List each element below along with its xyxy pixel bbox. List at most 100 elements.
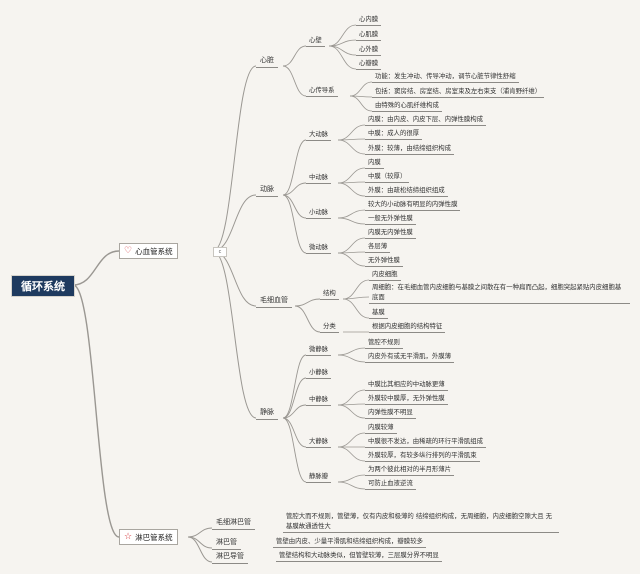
connector-line: [72, 250, 120, 286]
venule-node[interactable]: 微静脉: [306, 343, 332, 356]
capillary-structure-node[interactable]: 结构: [320, 287, 339, 300]
capillary-node[interactable]: 毛细血管: [256, 293, 292, 308]
vein-item: 外膜较厚，有较多纵行排列的平滑肌束: [365, 449, 480, 462]
connector-line: [337, 237, 366, 254]
connector-line: [337, 252, 366, 267]
connector-line: [337, 139, 366, 155]
connector-line: [187, 536, 213, 563]
conduction-item: 功能：发生冲动、传导冲动，调节心脏节律性舒缩: [372, 70, 519, 83]
star-icon: ☆: [124, 532, 133, 542]
artery-item: 内膜：由内皮、内皮下层、内弹性膜构成: [365, 113, 487, 126]
connector-line: [282, 354, 307, 419]
conduction-system-node[interactable]: 心传导系: [306, 84, 338, 97]
small-vein-node[interactable]: 小静脉: [306, 366, 332, 379]
connector-line: [337, 432, 366, 448]
connector-line: [282, 417, 307, 448]
vein-item: 为两个彼此相对的半月形薄片: [365, 463, 455, 476]
heart-wall-item: 心内膜: [356, 13, 382, 26]
connector-line: [337, 209, 366, 219]
lymphatic-label: 淋巴管系统: [135, 532, 173, 542]
connector-line: [337, 474, 366, 483]
artery-node[interactable]: 动脉: [256, 182, 278, 197]
connector-line: [187, 536, 213, 549]
artery-item: 较大的小动脉有明显的内弹性膜: [365, 198, 461, 211]
artery-item: 中膜（较厚）: [365, 170, 410, 183]
connector-line: [337, 446, 366, 462]
artery-item: 中膜：成人的很厚: [365, 127, 423, 140]
arteriole-node[interactable]: 微动脉: [306, 241, 332, 254]
root-node[interactable]: 循环系统: [11, 275, 75, 297]
artery-item: 内膜无内弹性膜: [365, 226, 416, 239]
connector-line: [337, 347, 366, 356]
connector-line: [282, 377, 307, 419]
connector-line: [187, 527, 213, 538]
vein-item: 外膜较中膜厚，无外弹性膜: [365, 392, 448, 405]
lymph-capillary-node[interactable]: 毛细淋巴管: [212, 515, 255, 530]
connector-line: [337, 481, 366, 490]
connector-line: [294, 305, 321, 333]
heart-wall-node[interactable]: 心壁: [306, 34, 325, 47]
connector-line: [282, 404, 307, 419]
lymph-duct-node[interactable]: 淋巴导管: [212, 549, 248, 564]
capillary-item: 根据内皮细胞的结构特征: [369, 320, 446, 333]
capillary-item: 周细胞：在毛细血管内皮细胞与基膜之间散在有一种扁而凸起，细胞突起紧贴内皮细胞基底…: [369, 281, 630, 304]
vein-node[interactable]: 静脉: [256, 405, 278, 420]
connector-line: [337, 124, 366, 141]
vein-item: 内弹性膜不明显: [365, 406, 416, 419]
lymph-duct-text: 管壁结构和大动脉类似，但管壁较薄，三层膜分界不明显: [276, 549, 442, 562]
connector-line: [337, 404, 366, 419]
collapse-stub[interactable]: c: [213, 247, 227, 257]
heart-wall-item: 心瓣膜: [356, 57, 382, 70]
connector-line: [328, 24, 357, 47]
connector-line: [337, 354, 366, 363]
capillary-class-node[interactable]: 分类: [320, 320, 339, 333]
medium-vein-node[interactable]: 中静脉: [306, 393, 332, 406]
connector-line: [337, 217, 366, 225]
heart-node[interactable]: 心脏: [256, 53, 278, 68]
connector-line: [282, 417, 307, 483]
connector-line: [282, 194, 307, 254]
cardiovascular-node[interactable]: ♡ 心血管系统: [119, 243, 178, 259]
connector-line: [282, 139, 307, 196]
lymph-vessel-node[interactable]: 淋巴管: [212, 535, 241, 550]
artery-item: 一般无外弹性膜: [365, 212, 416, 225]
connector-line: [342, 296, 370, 300]
artery-item: 外膜：由疏松结缔组织组成: [365, 184, 448, 197]
capillary-item: 基膜: [369, 306, 388, 319]
medium-artery-node[interactable]: 中动脉: [306, 171, 332, 184]
connector-line: [337, 182, 366, 197]
connector-line: [212, 65, 257, 252]
lymph-vessel-text: 管壁由内皮、少量平滑肌和结缔组织构成，瓣膜较多: [273, 535, 426, 548]
artery-item: 外膜：较薄，由结缔组织构成: [365, 142, 455, 155]
vein-item: 内膜较薄: [365, 421, 397, 434]
vein-item: 可防止血液逆流: [365, 477, 416, 490]
connector-line: [328, 45, 357, 56]
large-vein-node[interactable]: 大静脉: [306, 435, 332, 448]
connector-line: [337, 389, 366, 406]
vein-item: 管腔不规则: [365, 336, 403, 349]
connector-line: [72, 284, 120, 538]
artery-item: 内膜: [365, 156, 384, 169]
connector-line: [349, 95, 373, 112]
connector-line: [282, 45, 307, 67]
connector-line: [294, 298, 321, 307]
connector-line: [212, 250, 257, 419]
connector-line: [282, 182, 307, 196]
connector-line: [212, 194, 257, 252]
conduction-item: 由特殊的心肌纤维构成: [372, 99, 442, 112]
artery-item: 各层薄: [365, 240, 391, 253]
connector-line: [349, 81, 373, 97]
venous-valve-node[interactable]: 静脉瓣: [306, 470, 332, 483]
capillary-item: 内皮细胞: [369, 268, 401, 281]
small-artery-node[interactable]: 小动脉: [306, 206, 332, 219]
connector-line: [342, 298, 370, 319]
heart-wall-item: 心外膜: [356, 43, 382, 56]
large-artery-node[interactable]: 大动脉: [306, 128, 332, 141]
lymphatic-node[interactable]: ☆ 淋巴管系统: [119, 529, 178, 545]
artery-item: 无外弹性膜: [365, 254, 403, 267]
connector-line: [282, 194, 307, 219]
cardiovascular-label: 心血管系统: [135, 246, 173, 256]
connector-line: [337, 167, 366, 184]
